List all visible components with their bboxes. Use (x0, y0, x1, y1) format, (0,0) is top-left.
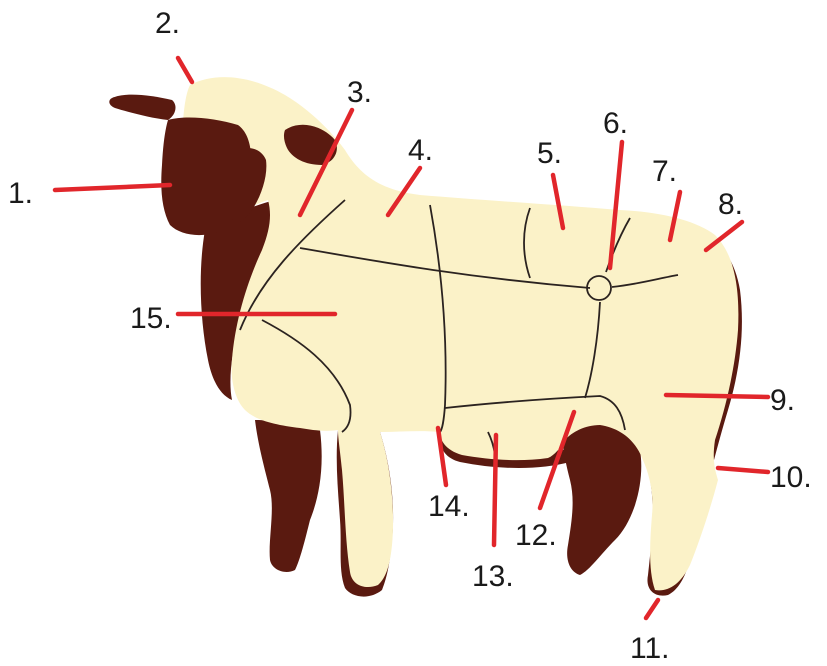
label-3: 3. (347, 76, 372, 109)
label-13: 13. (472, 560, 514, 593)
label-9: 9. (770, 384, 795, 417)
label-14: 14. (428, 490, 470, 523)
far-front-leg (255, 420, 322, 572)
ear (109, 95, 175, 120)
label-1: 1. (8, 177, 33, 210)
label-5: 5. (537, 137, 562, 170)
leader-13 (494, 435, 496, 545)
label-7: 7. (652, 155, 677, 188)
label-15: 15. (130, 302, 172, 335)
leader-11 (646, 600, 658, 618)
label-10: 10. (770, 461, 812, 494)
leader-9 (666, 395, 768, 397)
label-6: 6. (603, 107, 628, 140)
label-2: 2. (155, 7, 180, 40)
leader-2 (178, 58, 192, 82)
label-4: 4. (408, 134, 433, 167)
leader-1 (55, 185, 170, 190)
label-11: 11. (630, 632, 669, 665)
leader-10 (718, 468, 768, 472)
label-12: 12. (515, 519, 557, 552)
label-8: 8. (718, 188, 743, 221)
far-hind-leg (563, 416, 641, 575)
